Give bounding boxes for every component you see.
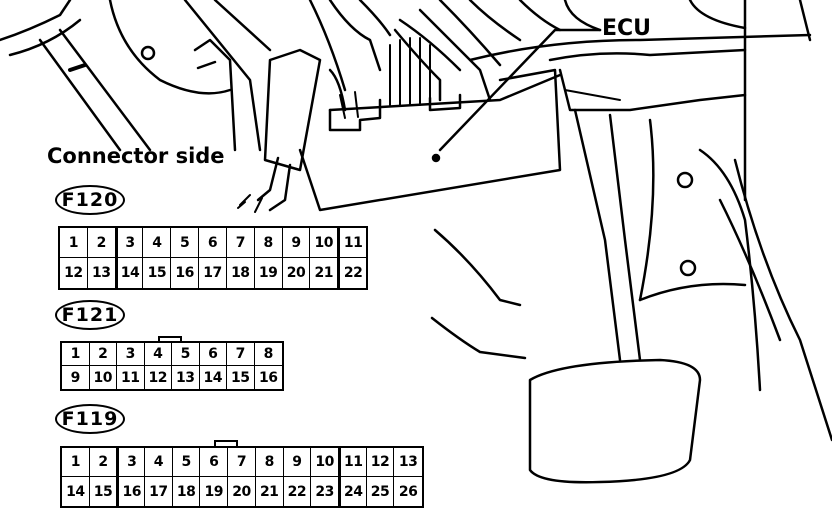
- connector-pin: 14: [115, 258, 144, 288]
- connector-pin: 19: [200, 477, 229, 506]
- connector-f119-badge: F119: [55, 404, 125, 434]
- connector-pin: 2: [89, 448, 118, 477]
- connector-f119-key: [214, 440, 238, 446]
- connector-pin: 14: [200, 366, 227, 389]
- connector-pin: 17: [199, 258, 227, 288]
- connector-f120-badge: F120: [55, 185, 125, 215]
- connector-pin: 18: [227, 258, 255, 288]
- connector-pin: 1: [60, 228, 88, 258]
- connector-pin: 2: [87, 228, 116, 258]
- connector-pin: 12: [60, 258, 88, 288]
- connector-pin: 5: [172, 448, 201, 477]
- connector-pin: 24: [338, 477, 367, 506]
- connector-pin: 16: [259, 369, 278, 386]
- connector-pin: 1: [62, 448, 90, 477]
- connector-pin: 18: [173, 477, 201, 506]
- connector-f121-badge: F121: [55, 300, 125, 330]
- ecu-label: ECU: [602, 16, 652, 41]
- connector-pin: 22: [338, 258, 366, 288]
- connector-pin: 16: [117, 477, 146, 506]
- connector-pin: 3: [117, 343, 145, 366]
- connector-pin: 4: [144, 343, 172, 366]
- connector-pin: 11: [338, 228, 366, 258]
- connector-pin: 21: [310, 258, 339, 288]
- connector-f121-key: [158, 336, 182, 342]
- connector-pin: 6: [200, 448, 229, 477]
- connector-pin: 6: [199, 228, 227, 258]
- connector-pin: 8: [254, 343, 282, 366]
- connector-pin: 15: [227, 366, 255, 389]
- connector-pin: 11: [338, 448, 367, 477]
- connector-pin: 12: [145, 366, 172, 389]
- connector-pin: 17: [145, 477, 173, 506]
- connector-side-label: Connector side: [47, 144, 225, 168]
- connector-pin: 15: [143, 258, 172, 288]
- connector-pin: 20: [228, 477, 256, 506]
- connector-pin: 12: [366, 448, 395, 477]
- connector-pin: 6: [199, 343, 227, 366]
- connector-pin: 20: [283, 258, 311, 288]
- connector-pin: 25: [367, 477, 395, 506]
- connector-pin: 26: [398, 483, 418, 500]
- connector-pin: 5: [172, 343, 200, 366]
- connector-pin: 2: [89, 343, 117, 366]
- connector-pin: 4: [145, 448, 173, 477]
- connector-pin: 13: [394, 448, 422, 477]
- connector-pin: 13: [88, 258, 116, 288]
- connector-pin: 23: [311, 477, 339, 506]
- connector-pin: 3: [117, 448, 146, 477]
- connector-pin: 7: [228, 448, 256, 477]
- connector-pin: 13: [172, 366, 200, 389]
- connector-pin: 21: [256, 477, 284, 506]
- connector-pin: 7: [227, 343, 255, 366]
- connector-pin: 10: [310, 228, 339, 258]
- connector-pin: 10: [311, 448, 339, 477]
- connector-pin: 9: [283, 448, 312, 477]
- connector-pin: 15: [90, 477, 118, 506]
- connector-pin: 8: [254, 228, 283, 258]
- connector-pin: 11: [117, 366, 145, 389]
- connector-pin: 8: [255, 448, 284, 477]
- connector-pin: 3: [115, 228, 144, 258]
- connector-pin: 9: [62, 366, 90, 389]
- connector-pin: 19: [255, 258, 283, 288]
- connector-pin: 7: [226, 228, 255, 258]
- connector-pin: 5: [171, 228, 200, 258]
- connector-pin: 4: [143, 228, 172, 258]
- connector-pin: 9: [282, 228, 311, 258]
- connector-pin: 10: [90, 366, 117, 389]
- connector-pin: 14: [62, 477, 90, 506]
- connector-pin: 16: [171, 258, 200, 288]
- connector-pin: 22: [284, 477, 312, 506]
- connector-pin: 1: [62, 343, 90, 366]
